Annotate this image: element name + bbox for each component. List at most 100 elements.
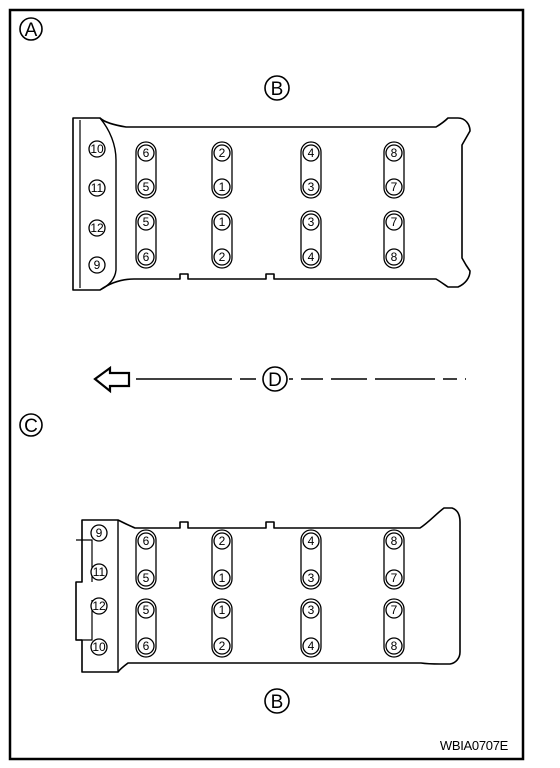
top-slot-upper-3-bolt-3-number: 3 [308, 180, 315, 194]
top-slot-lower-2-bolt-1-number: 1 [219, 215, 226, 229]
bottom-slot-lower-4-bolt-8: 8 [385, 637, 403, 655]
bottom-slot-upper-1-bolt-5: 5 [137, 569, 155, 587]
top-end-bolt-11-number: 11 [91, 181, 104, 195]
bottom-slot-upper-4-bolt-7-number: 7 [391, 571, 398, 585]
top-slot-lower-4-bolt-7: 7 [385, 213, 403, 231]
bottom-end-bolt-12: 12 [90, 597, 108, 615]
bottom-end-bolt-10-number: 10 [92, 640, 106, 654]
bottom-slot-upper-2-bolt-2: 2 [213, 532, 231, 550]
bottom-slot-upper-2-bolt-2-number: 2 [219, 534, 226, 548]
top-slot-lower-2-bolt-2: 2 [213, 248, 231, 266]
direction-label-d: D [268, 370, 282, 391]
top-slot-lower-3-bolt-4: 4 [302, 248, 320, 266]
top-slot-upper-3-bolt-4: 4 [302, 144, 320, 162]
view-label-c-text: C [24, 416, 38, 437]
bottom-slot-upper-4-bolt-7: 7 [385, 569, 403, 587]
bottom-slot-upper-1-bolt-5-number: 5 [143, 571, 150, 585]
bottom-slot-upper-3-bolt-4-number: 4 [308, 534, 315, 548]
top-slot-upper-3-bolt-3: 3 [302, 178, 320, 196]
part-label-b-bottom: B [264, 688, 290, 714]
bottom-slot-lower-2-bolt-1: 1 [213, 601, 231, 619]
bottom-slot-lower-4-bolt-7: 7 [385, 601, 403, 619]
bottom-end-bolt-11: 11 [90, 563, 108, 581]
bottom-slot-upper-4-bolt-8: 8 [385, 532, 403, 550]
top-slot-upper-3-bolt-4-number: 4 [308, 146, 315, 160]
bottom-slot-upper-3-bolt-3: 3 [302, 569, 320, 587]
view-label-c: C [19, 413, 43, 437]
bottom-end-bolt-9: 9 [90, 524, 108, 542]
top-slot-lower-1-bolt-6-number: 6 [143, 250, 150, 264]
bottom-slot-lower-1-bolt-5-number: 5 [143, 603, 150, 617]
view-label-a-text: A [25, 20, 38, 41]
top-slot-upper-2-bolt-2-number: 2 [219, 146, 226, 160]
bottom-slot-lower-4-bolt-7-number: 7 [391, 603, 398, 617]
bottom-slot-upper-3-bolt-3-number: 3 [308, 571, 315, 585]
top-slot-upper-4-bolt-7: 7 [385, 178, 403, 196]
top-slot-upper-4-bolt-7-number: 7 [391, 180, 398, 194]
bottom-slot-lower-3-bolt-4: 4 [302, 637, 320, 655]
top-slot-upper-2-bolt-1: 1 [213, 178, 231, 196]
top-end-bolt-9-number: 9 [94, 258, 101, 272]
bottom-slot-upper-3-bolt-4: 4 [302, 532, 320, 550]
top-slot-lower-4-bolt-7-number: 7 [391, 215, 398, 229]
top-slot-upper-4-bolt-8: 8 [385, 144, 403, 162]
bottom-slot-lower-4-bolt-8-number: 8 [391, 639, 398, 653]
bottom-slot-lower-1-bolt-6-number: 6 [143, 639, 150, 653]
diagram-frame [8, 8, 525, 761]
bottom-slot-lower-2-bolt-1-number: 1 [219, 603, 226, 617]
top-slot-upper-4-bolt-8-number: 8 [391, 146, 398, 160]
top-slot-lower-2-bolt-1: 1 [213, 213, 231, 231]
top-slot-upper-2-bolt-2: 2 [213, 144, 231, 162]
bottom-slot-upper-1-bolt-6: 6 [137, 532, 155, 550]
top-slot-lower-3-bolt-3: 3 [302, 213, 320, 231]
bottom-slot-lower-2-bolt-2-number: 2 [219, 639, 226, 653]
top-slot-upper-1-bolt-5: 5 [137, 178, 155, 196]
bottom-end-bolt-10: 10 [90, 638, 108, 656]
bottom-slot-upper-2-bolt-1-number: 1 [219, 571, 226, 585]
top-slot-upper-1-bolt-6-number: 6 [143, 146, 150, 160]
top-slot-lower-4-bolt-8: 8 [385, 248, 403, 266]
bottom-slot-lower-3-bolt-3: 3 [302, 601, 320, 619]
top-slot-lower-1-bolt-6: 6 [137, 248, 155, 266]
bottom-slot-lower-3-bolt-3-number: 3 [308, 603, 315, 617]
top-end-bolt-12-number: 12 [90, 221, 104, 235]
top-end-cover-edge [99, 117, 117, 291]
top-head-outline [72, 117, 471, 291]
top-end-bolt-9: 9 [88, 256, 106, 274]
top-slot-lower-3-bolt-3-number: 3 [308, 215, 315, 229]
part-label-b-top-text: B [271, 79, 284, 100]
top-slot-upper-2-bolt-1-number: 1 [219, 180, 226, 194]
top-slot-lower-3-bolt-4-number: 4 [308, 250, 315, 264]
top-slot-upper-1-bolt-5-number: 5 [143, 180, 150, 194]
part-label-b-top: B [264, 75, 290, 101]
top-slot-lower-1-bolt-5: 5 [137, 213, 155, 231]
bottom-end-bolt-11-number: 11 [93, 565, 106, 579]
bottom-slot-upper-2-bolt-1: 1 [213, 569, 231, 587]
bottom-end-bolt-9-number: 9 [96, 526, 103, 540]
bottom-slot-lower-1-bolt-6: 6 [137, 637, 155, 655]
bottom-slot-lower-1-bolt-5: 5 [137, 601, 155, 619]
bottom-slot-upper-1-bolt-6-number: 6 [143, 534, 150, 548]
direction-arrow-group: D [93, 365, 466, 394]
bottom-end-notch [76, 539, 93, 641]
bottom-head-outline [75, 507, 461, 673]
top-slot-lower-1-bolt-5-number: 5 [143, 215, 150, 229]
bottom-end-bolt-12-number: 12 [92, 599, 106, 613]
top-end-bolt-10-number: 10 [90, 142, 104, 156]
bottom-slot-upper-4-bolt-8-number: 8 [391, 534, 398, 548]
front-direction-arrow-icon [93, 365, 131, 394]
reference-code: WBIA0707E [440, 738, 509, 753]
bottom-slot-lower-2-bolt-2: 2 [213, 637, 231, 655]
top-end-bolt-10: 10 [88, 140, 106, 158]
top-slot-lower-4-bolt-8-number: 8 [391, 250, 398, 264]
top-end-bolt-11: 11 [88, 179, 106, 197]
view-label-a: A [19, 17, 43, 41]
part-label-b-bottom-text: B [271, 692, 284, 713]
bottom-slot-lower-3-bolt-4-number: 4 [308, 639, 315, 653]
top-slot-lower-2-bolt-2-number: 2 [219, 250, 226, 264]
